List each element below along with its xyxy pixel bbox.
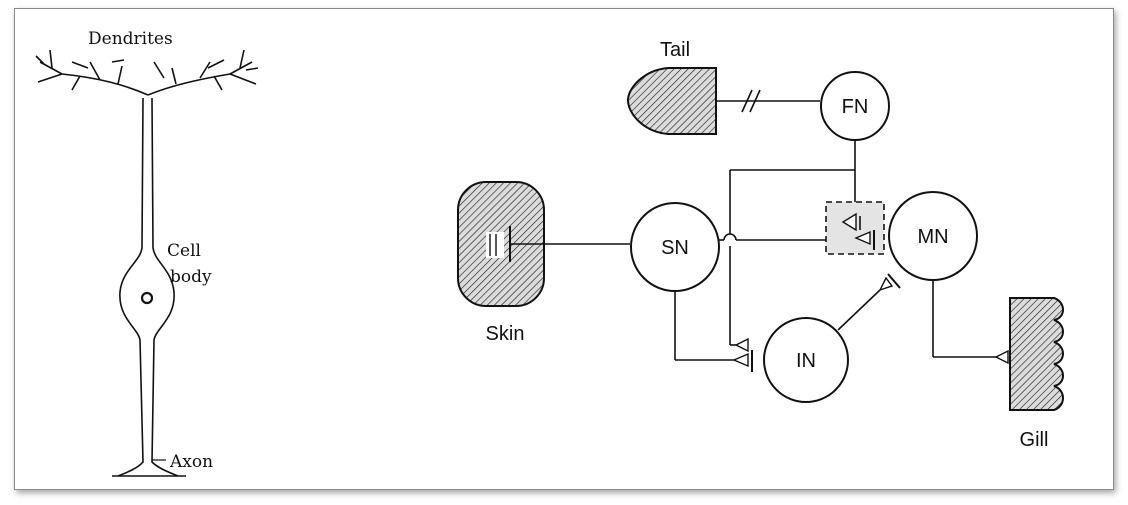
tail-label: Tail (660, 39, 690, 61)
sn-in-connection (674, 291, 753, 372)
mn-gill-connection (932, 280, 1009, 365)
gill-label: Gill (1020, 429, 1049, 451)
neuron-body-outline (117, 97, 179, 477)
tail-shape (626, 67, 717, 135)
sn-node-label: SN (661, 237, 689, 259)
skin-label: Skin (486, 323, 525, 345)
neuron-illustration (35, 49, 259, 477)
dendrites-label: Dendrites (88, 29, 173, 49)
in-node-label: IN (796, 350, 816, 372)
in-mn-connection (837, 273, 901, 331)
fn-node-label: FN (842, 96, 869, 118)
nucleus (140, 291, 154, 305)
presynaptic-facilitation-box (825, 201, 885, 255)
in-node (763, 317, 849, 403)
tail-fn-connection (716, 89, 820, 113)
cell-body-label-line1: Cell (167, 241, 201, 261)
sn-mn-connection (719, 233, 830, 241)
axon-label: Axon (169, 452, 213, 472)
mn-node-label: MN (917, 226, 948, 248)
dendrites (35, 49, 259, 96)
gill-shape (1009, 297, 1064, 411)
fn-in-synapse (730, 337, 749, 353)
cell-body-label-line2: body (170, 267, 212, 287)
